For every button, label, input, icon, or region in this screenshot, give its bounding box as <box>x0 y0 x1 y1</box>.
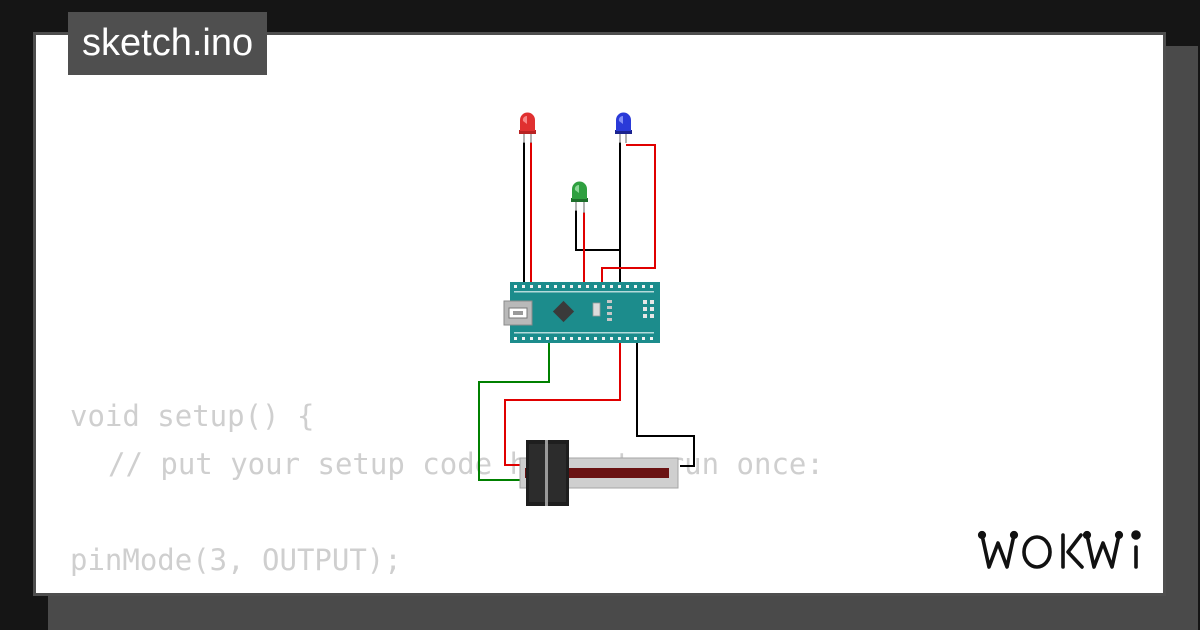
wokwi-logo <box>977 530 1141 569</box>
usb-connector <box>503 300 533 326</box>
wire-pot-ground <box>636 338 695 467</box>
pin-markings <box>514 291 654 334</box>
wire-blue-led-signal <box>601 144 656 290</box>
code-line-1: void setup() { <box>70 399 315 433</box>
code-line-5: pinMode(5, OUTPUT); <box>70 584 824 593</box>
wire-green-led-ground <box>575 210 620 251</box>
microcontroller-chip <box>552 300 575 323</box>
sketch-filename-label: sketch.ino <box>68 12 268 75</box>
icsp-header <box>643 300 654 318</box>
bottom-pin-header <box>514 337 653 340</box>
wires <box>478 142 695 481</box>
green-led <box>571 181 588 213</box>
blue-led <box>615 112 632 143</box>
wire-pot-signal <box>478 338 550 481</box>
code-line-4: pinMode(3, OUTPUT); <box>70 543 402 577</box>
arduino-nano-board <box>503 282 660 343</box>
top-pin-header <box>514 285 653 288</box>
slide-potentiometer <box>519 440 679 506</box>
red-led <box>519 112 536 143</box>
reset-button <box>592 302 601 317</box>
status-leds <box>607 300 612 321</box>
wire-pot-vcc <box>504 338 621 466</box>
